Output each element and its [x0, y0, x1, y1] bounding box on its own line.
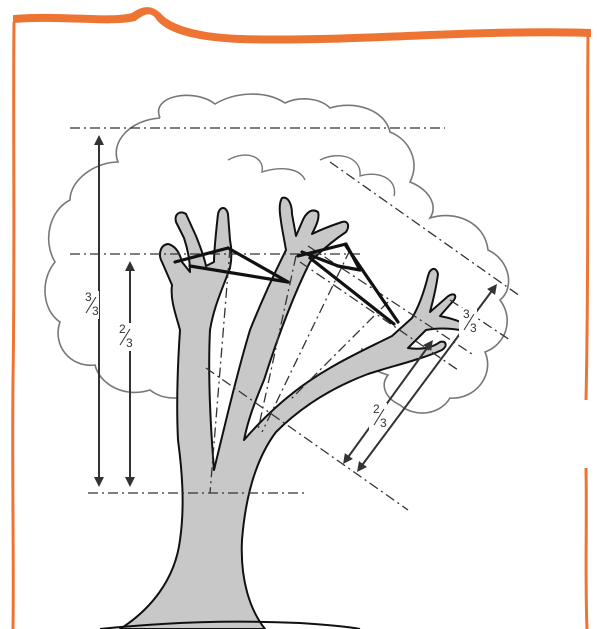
frame-right-border-upper — [586, 36, 588, 400]
label-full-height-num: 3 — [85, 290, 92, 304]
label-two-thirds-limb: 2 3 — [369, 402, 387, 431]
frame-right-border-lower — [586, 468, 587, 629]
label-two-thirds-height: 2 3 — [115, 322, 133, 351]
label-full-limb-num: 3 — [463, 307, 470, 321]
guide-diag-far-top — [330, 162, 520, 296]
label-full-height-den: 3 — [92, 304, 99, 318]
label-full-limb-den: 3 — [470, 321, 477, 335]
label-full-limb: 3 3 — [459, 307, 477, 336]
label-two-thirds-limb-den: 3 — [380, 416, 387, 430]
label-two-thirds-limb-num: 2 — [373, 402, 380, 416]
label-two-thirds-height-num: 2 — [119, 322, 126, 336]
frame-left-border — [13, 22, 14, 629]
frame-top-border — [14, 8, 590, 43]
label-full-height: 3 3 — [81, 290, 99, 319]
label-two-thirds-height-den: 3 — [126, 336, 133, 350]
